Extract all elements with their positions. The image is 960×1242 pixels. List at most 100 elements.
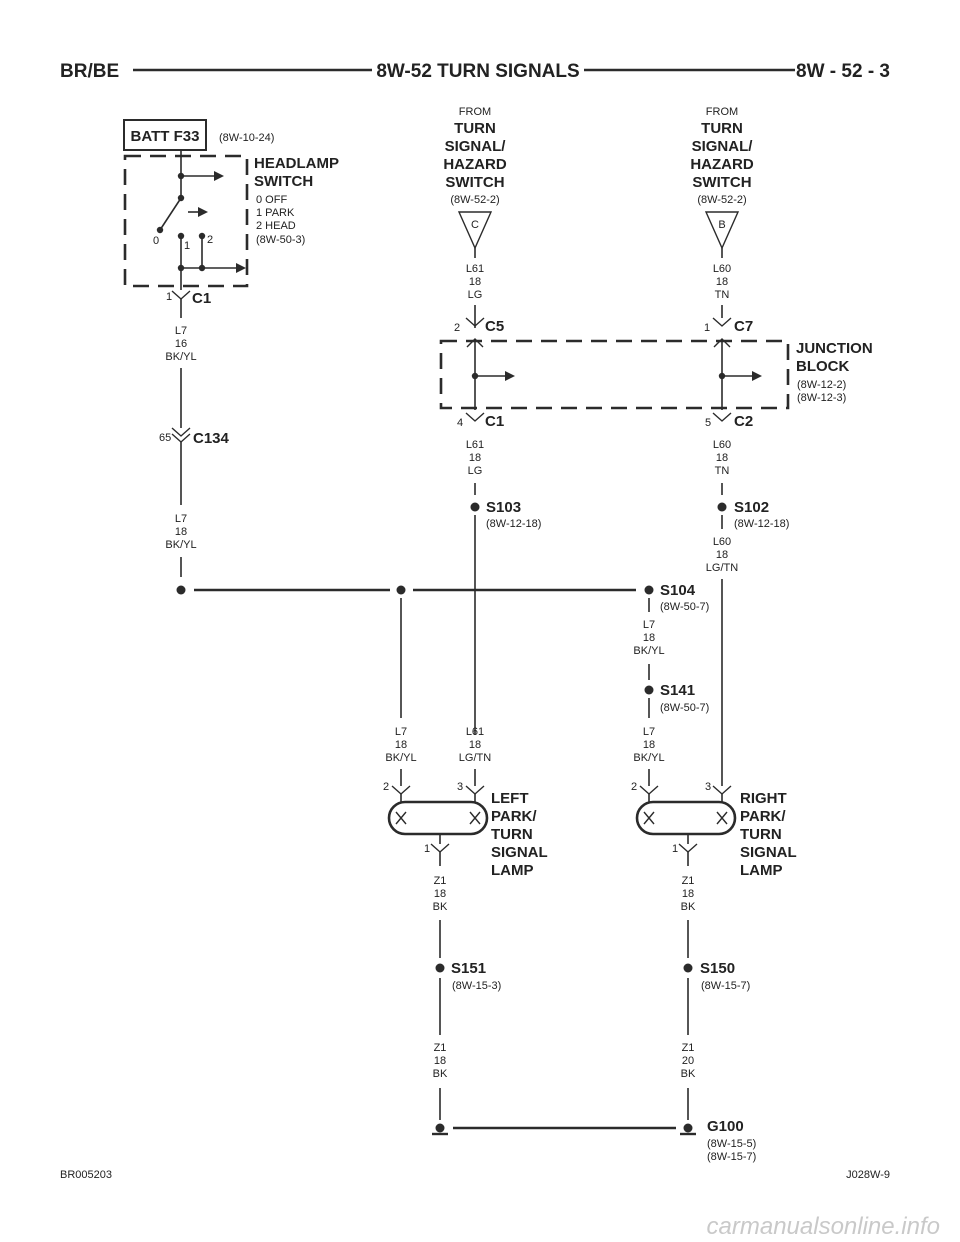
connector-c7-pin: 1 <box>704 322 710 334</box>
wire-l60-top-gauge: 18 <box>716 276 728 288</box>
left-lamp-title-5: LAMP <box>491 862 534 879</box>
splice-s151-dot <box>435 963 445 973</box>
wire-z1-left-b-color: BK <box>433 1068 448 1080</box>
wire-l61-top-color: LG <box>468 289 483 301</box>
watermark: carmanualsonline.info <box>707 1213 940 1240</box>
wire-l7-s104-color: BK/YL <box>633 645 664 657</box>
connector-jb-c1-label: C1 <box>485 413 504 430</box>
wire-l60-mid-gauge: 18 <box>716 452 728 464</box>
connector-c5-label: C5 <box>485 318 504 335</box>
ground-node-right <box>683 1123 693 1133</box>
right-lamp-pin-2: 2 <box>631 781 637 793</box>
ground-node-left <box>435 1123 445 1133</box>
wire-l61-mid-color: LG <box>468 465 483 477</box>
wire-z1-right-b-color: BK <box>681 1068 696 1080</box>
switch-pos-0-label: 0 <box>153 235 159 247</box>
wire-z1-left-b-gauge: 18 <box>434 1055 446 1067</box>
wire-l7-left-color: BK/YL <box>385 752 416 764</box>
right-lamp-title-5: LAMP <box>740 862 783 879</box>
connector-c134: 65 C134 <box>159 427 230 447</box>
splice-s151-ref: (8W-15-3) <box>452 980 501 992</box>
left-lamp-title-1: LEFT <box>491 790 529 807</box>
splice-s151-label: S151 <box>451 960 486 977</box>
ground-label: G100 <box>707 1118 744 1135</box>
connector-c134-symbol-upper <box>171 427 191 437</box>
connector-jb-c2-symbol <box>712 412 732 422</box>
connector-jb-c2-label: C2 <box>734 413 753 430</box>
bus-node-left <box>176 585 186 595</box>
junction-block-title-1: JUNCTION <box>796 340 873 357</box>
jb-l60-arrow <box>752 371 762 381</box>
left-lamp-filament-1 <box>395 811 407 825</box>
splice-s141-dot <box>644 685 654 695</box>
wire-l7-s104-gauge: 18 <box>643 632 655 644</box>
headlamp-switch-pos-head: 2 HEAD <box>256 220 296 232</box>
from-left-line-3: HAZARD <box>443 156 506 173</box>
switch-pos-2-label: 2 <box>207 234 213 246</box>
batt-ref: (8W-10-24) <box>219 132 274 144</box>
wire-l7-s141-color: BK/YL <box>633 752 664 764</box>
connector-c134-label: C134 <box>193 430 230 447</box>
junction-block-ref-1: (8W-12-2) <box>797 379 846 391</box>
header-center: 8W-52 TURN SIGNALS <box>376 61 579 82</box>
wire-l7-18-circuit: L7 <box>175 513 187 525</box>
headlamp-switch-pos-park: 1 PARK <box>256 207 295 219</box>
right-lamp-title-2: PARK/ <box>740 808 786 825</box>
headlamp-switch-title-2: SWITCH <box>254 173 313 190</box>
connector-c5-symbol <box>465 317 485 327</box>
from-right-line-4: SWITCH <box>692 174 751 191</box>
left-lamp-title-3: TURN <box>491 826 533 843</box>
right-lamp-bulb <box>635 800 737 836</box>
footer-right: J028W-9 <box>846 1169 890 1181</box>
switch-arrow-1 <box>214 171 224 181</box>
switch-arrow-3 <box>236 263 246 273</box>
splice-s150-dot <box>683 963 693 973</box>
splice-s103-label: S103 <box>486 499 521 516</box>
wire-l7-s141-circuit: L7 <box>643 726 655 738</box>
connector-c1-hs-pin: 1 <box>166 291 172 303</box>
left-lamp-title-4: SIGNAL <box>491 844 548 861</box>
wire-l61-lgtn-circuit: L61 <box>466 726 484 738</box>
ground-g100: G100 (8W-15-5) (8W-15-7) <box>432 1118 756 1163</box>
left-lamp-pin-3-symbol <box>465 785 485 795</box>
splice-s150-ref: (8W-15-7) <box>701 980 750 992</box>
switch-arrow-2 <box>198 207 208 217</box>
wire-z1-left-a-gauge: 18 <box>434 888 446 900</box>
right-lamp-pin-3: 3 <box>705 781 711 793</box>
wire-l7-18-color: BK/YL <box>165 539 196 551</box>
junction-block-ref-2: (8W-12-3) <box>797 392 846 404</box>
connector-c7-symbol <box>712 317 732 327</box>
page-header: BR/BE 8W-52 TURN SIGNALS 8W - 52 - 3 <box>60 61 890 82</box>
from-right-line-2: SIGNAL/ <box>692 138 754 155</box>
switch-contact-0 <box>156 226 164 234</box>
header-left: BR/BE <box>60 61 119 82</box>
wire-l61-lgtn-gauge: 18 <box>469 739 481 751</box>
left-lamp-pin-1: 1 <box>424 843 430 855</box>
right-lamp-title-4: SIGNAL <box>740 844 797 861</box>
from-left-line-2: SIGNAL/ <box>445 138 507 155</box>
connector-jb-c2-pin: 5 <box>705 417 711 429</box>
switch-blade <box>159 197 182 231</box>
from-left-pin: C <box>471 219 479 231</box>
wire-l7-s104-circuit: L7 <box>643 619 655 631</box>
from-left-line-4: SWITCH <box>445 174 504 191</box>
wire-l61-top-circuit: L61 <box>466 263 484 275</box>
right-lamp-filament-1 <box>643 811 655 825</box>
wire-l7-left-gauge: 18 <box>395 739 407 751</box>
jb-l61-arrow <box>505 371 515 381</box>
from-turn-switch-left: FROM TURN SIGNAL/ HAZARD SWITCH (8W-52-2… <box>443 106 507 250</box>
connector-c5-pin: 2 <box>454 322 460 334</box>
right-lamp-pin-3-symbol <box>712 785 732 795</box>
left-lamp-bulb <box>387 800 489 836</box>
connector-c1-hs-label: C1 <box>192 290 211 307</box>
wire-l7-16-color: BK/YL <box>165 351 196 363</box>
wire-l7-left-circuit: L7 <box>395 726 407 738</box>
wire-l61-mid-gauge: 18 <box>469 452 481 464</box>
headlamp-switch-ref: (8W-50-3) <box>256 234 305 246</box>
splice-s104-dot <box>644 585 654 595</box>
headlamp-switch-group: BATT F33 (8W-10-24) HEADLAMP SWITCH 0 OF… <box>123 119 339 307</box>
wire-z1-left-a-circuit: Z1 <box>434 875 447 887</box>
wire-l61-top-gauge: 18 <box>469 276 481 288</box>
splice-s141-ref: (8W-50-7) <box>660 702 709 714</box>
wire-z1-left-b-circuit: Z1 <box>434 1042 447 1054</box>
